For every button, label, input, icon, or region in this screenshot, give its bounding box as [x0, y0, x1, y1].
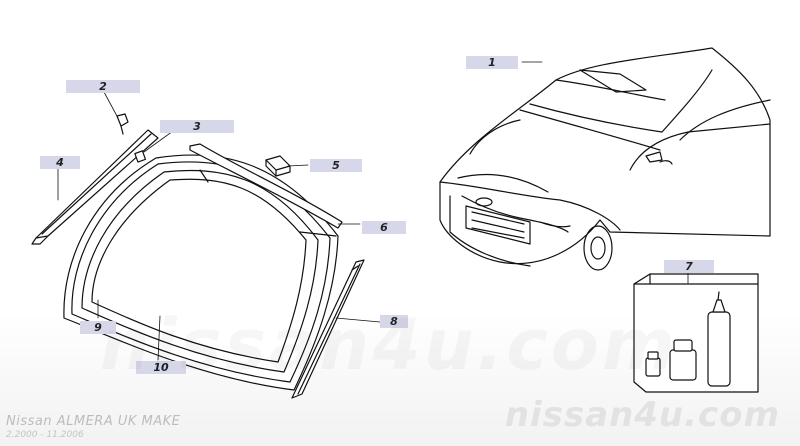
side-moulding-left — [31, 129, 159, 245]
model-caption: Nissan ALMERA UK MAKE — [6, 414, 181, 429]
callout-5: 5 — [310, 159, 362, 172]
bottom-watermark: nissan4u.com — [504, 395, 780, 435]
callout-1: 1 — [466, 56, 518, 69]
callout-10: 10 — [136, 361, 186, 374]
clip-part — [116, 113, 129, 135]
sealant-kit — [633, 273, 759, 393]
callout-9: 9 — [80, 321, 116, 334]
upper-moulding — [189, 143, 343, 229]
callout-6: 6 — [362, 221, 406, 234]
production-period: 2.2000 - 11.2006 — [6, 430, 84, 440]
spacer-block — [265, 155, 291, 177]
center-watermark: nissan4u.com — [100, 300, 640, 390]
callout-4: 4 — [40, 156, 80, 169]
callout-8: 8 — [380, 315, 408, 328]
callout-3: 3 — [160, 120, 234, 133]
callout-7: 7 — [664, 260, 714, 273]
strip-clip-part — [134, 150, 147, 163]
car-front-view — [439, 47, 771, 271]
windshield-glass — [63, 154, 339, 391]
callout-2: 2 — [66, 80, 140, 93]
side-moulding-right — [291, 259, 365, 399]
